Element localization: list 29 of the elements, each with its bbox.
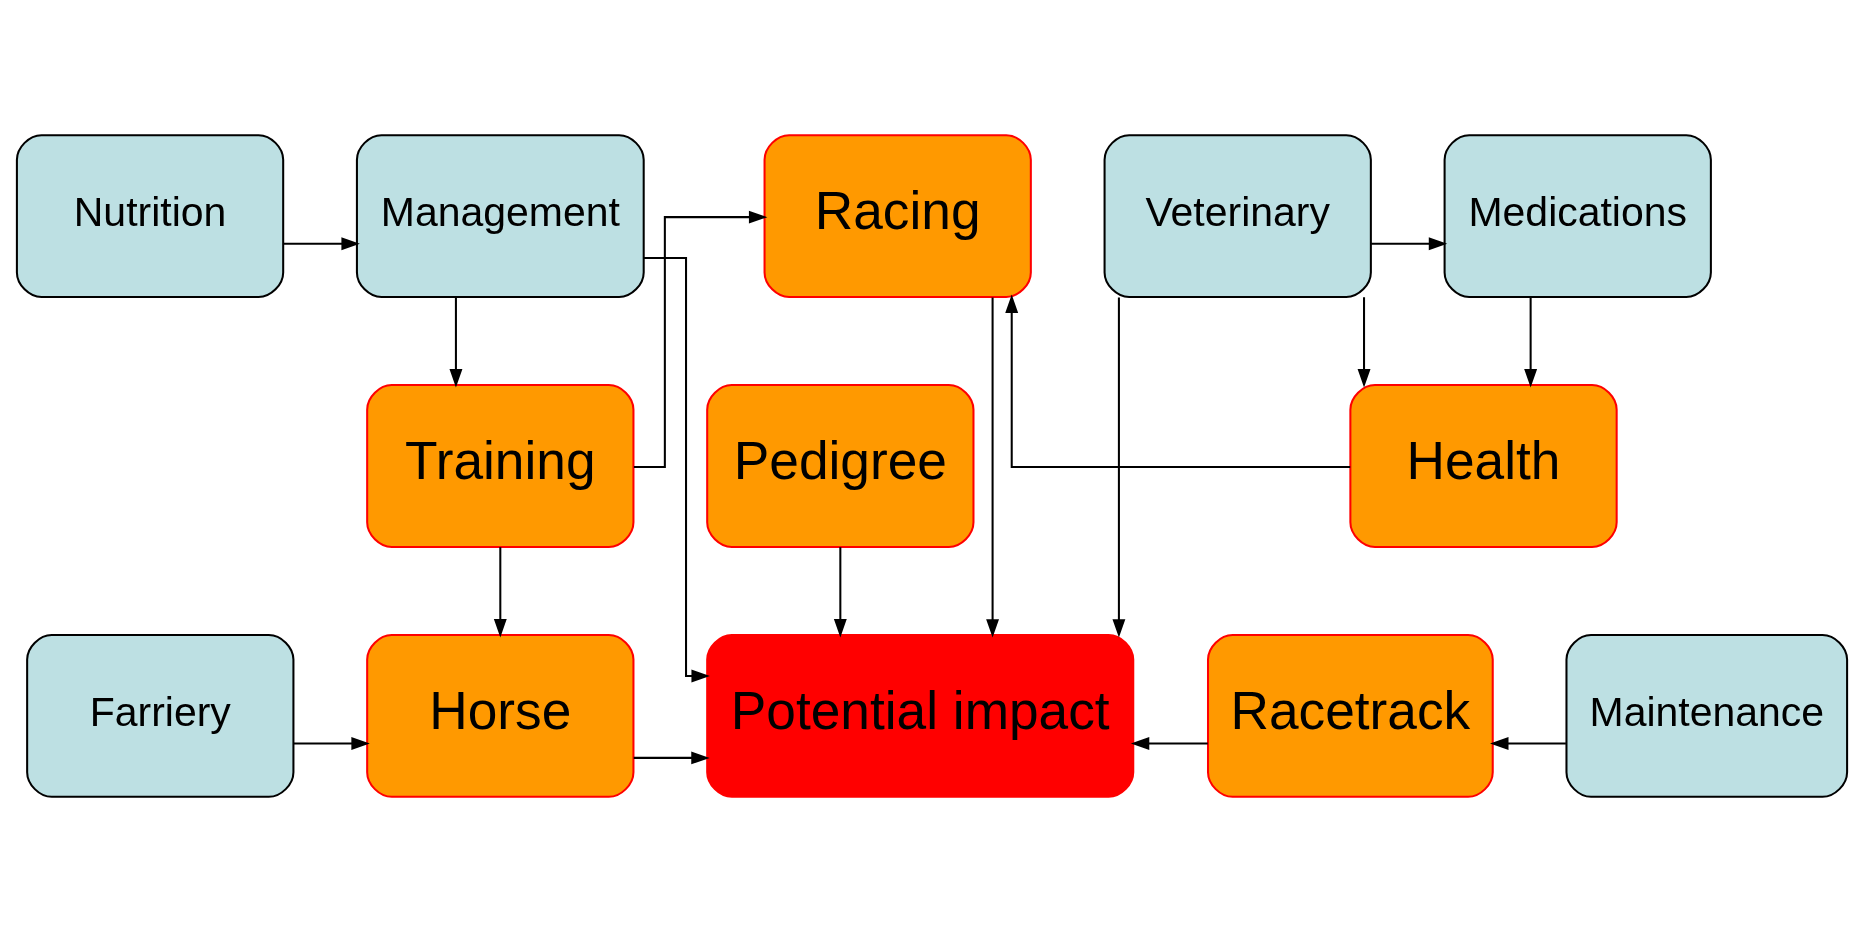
arrow [986,297,1000,638]
arrow [1371,237,1448,251]
arrow [633,751,710,765]
arrow [283,237,360,251]
node-box: Maintenance [1565,633,1849,798]
node-box: Racetrack [1207,633,1494,798]
node-box: Pedigree [706,384,975,548]
arrow [833,547,847,638]
arrow [449,297,463,388]
node-box: Health [1349,384,1618,548]
arrow [1357,297,1371,388]
arrow [633,210,768,469]
arrow [1490,737,1566,750]
node-box: Training [366,384,635,548]
arrow [293,737,370,750]
node-box: Medications [1443,134,1712,299]
node-box: Management [355,134,645,299]
node-box: Racing [763,134,1032,299]
node-box: Veterinary [1103,134,1372,299]
node-box: Nutrition [15,134,285,299]
node-box: Potential impact [706,633,1135,798]
arrow [643,257,710,683]
arrow [1005,294,1351,469]
node-box: Horse [366,633,635,798]
arrow [1130,737,1208,750]
node-box: Farriery [26,633,295,798]
arrow [493,547,507,638]
arrow [1524,297,1538,388]
arrow [1112,297,1126,638]
